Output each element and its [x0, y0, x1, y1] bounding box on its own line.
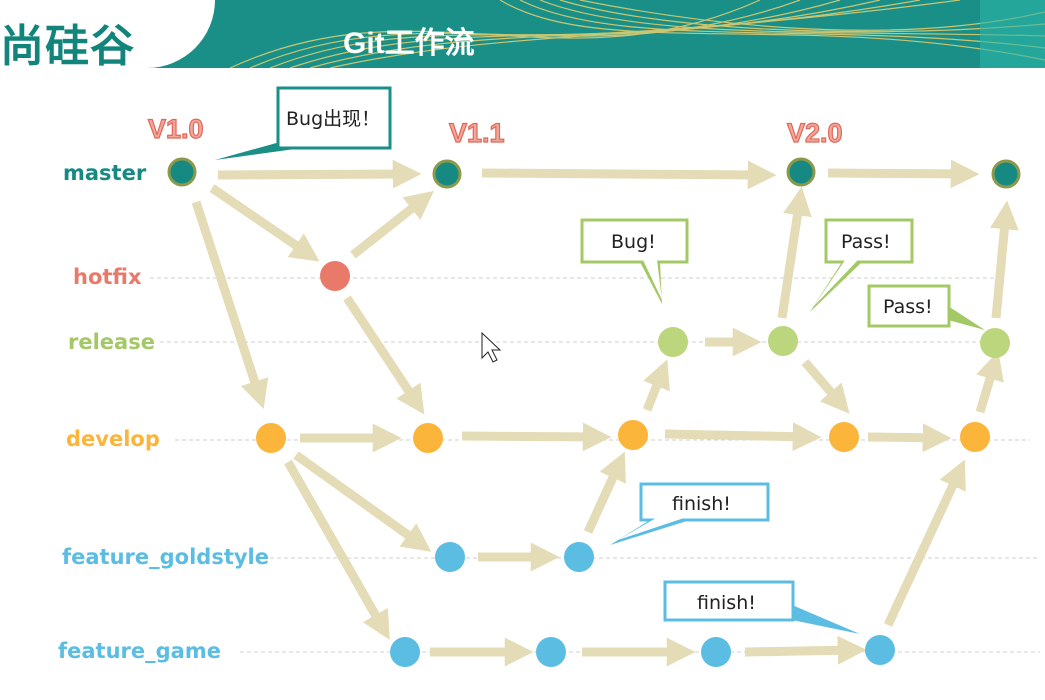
arrow-master-hotfix [209, 184, 320, 262]
master-commits [167, 157, 1021, 189]
arrow-goldstyle-develop [583, 451, 626, 534]
callout-bug-release: Bug! [580, 218, 689, 304]
commit-goldstyle-2 [564, 542, 594, 572]
callout-pass-1: Pass! [810, 218, 914, 312]
commit-develop-5 [960, 422, 990, 452]
commit-develop-4 [829, 422, 859, 452]
commit-game-4 [865, 635, 895, 665]
arrow-release-develop [801, 359, 850, 414]
arrow-master-develop [191, 200, 269, 409]
goldstyle-commits [435, 542, 594, 572]
arrow-hotfix-develop [343, 295, 425, 415]
lane-guides [150, 277, 1040, 653]
version-label-v1-0: V1.0 [148, 114, 204, 144]
game-commits [390, 635, 895, 667]
branch-label-release: release [68, 330, 155, 354]
arrow-develop-game [284, 459, 390, 641]
branch-label-game: feature_game [58, 639, 221, 663]
branch-label-master: master [63, 161, 147, 185]
arrow-develop-release-2 [975, 350, 1004, 414]
arrow-game-develop [883, 459, 966, 627]
commit-master-1 [167, 157, 197, 187]
callout-finish-1: finish! [610, 482, 770, 545]
header-wave-decoration [229, 0, 1045, 68]
commit-game-2 [536, 637, 566, 667]
callout-bug-master: Bug出现！ [215, 86, 392, 160]
page-title: Git工作流 [343, 27, 475, 60]
commit-release-1 [658, 327, 688, 357]
arrow-release-master-2 [990, 200, 1019, 319]
branch-label-hotfix: hotfix [73, 265, 142, 289]
commit-hotfix-1 [320, 261, 350, 291]
callout-pass-2: Pass! [867, 284, 985, 330]
arrow-hotfix-master [350, 190, 435, 259]
commit-develop-1 [256, 423, 286, 453]
commit-develop-2 [413, 423, 443, 453]
mouse-pointer-icon [481, 331, 502, 363]
callout-text-bug-master: Bug出现！ [286, 108, 380, 130]
release-commits [658, 326, 1010, 358]
arrow-master-1 [217, 159, 422, 189]
header-banner: 尚硅谷 Git工作流 [0, 0, 1045, 68]
commit-release-3 [980, 328, 1010, 358]
flow-arrows [191, 159, 1019, 667]
commit-develop-3 [618, 420, 648, 450]
callout-text-finish-2: finish! [697, 592, 756, 614]
arrow-develop-3 [664, 422, 822, 452]
develop-commits [256, 420, 990, 453]
arrow-master-2 [481, 160, 777, 190]
commit-release-2 [768, 326, 798, 356]
commit-master-4 [991, 159, 1021, 189]
branch-label-develop: develop [66, 427, 160, 451]
arrow-master-3 [827, 159, 980, 189]
arrow-develop-4 [867, 423, 952, 453]
logo-area: 尚硅谷 [0, 0, 215, 68]
arrow-develop-2 [461, 422, 612, 452]
callout-text-pass-1: Pass! [841, 231, 891, 253]
arrow-develop-release [642, 359, 670, 412]
version-label-v1-1: V1.1 [449, 118, 505, 148]
arrow-game-3 [744, 635, 867, 665]
callout-finish-2: finish! [663, 580, 860, 634]
commit-goldstyle-1 [435, 542, 465, 572]
commit-master-2 [432, 159, 462, 189]
branch-label-goldstyle: feature_goldstyle [62, 545, 269, 569]
arrow-release-master [777, 186, 812, 319]
callout-text-bug-release: Bug! [611, 231, 656, 253]
commit-game-1 [390, 637, 420, 667]
arrow-develop-goldstyle [293, 451, 432, 552]
version-label-v2-0: V2.0 [787, 118, 843, 148]
callout-text-finish-1: finish! [672, 493, 731, 515]
logo-text: 尚硅谷 [0, 21, 135, 68]
callout-text-pass-2: Pass! [883, 296, 933, 318]
commit-game-3 [701, 637, 731, 667]
commit-master-3 [786, 157, 816, 187]
